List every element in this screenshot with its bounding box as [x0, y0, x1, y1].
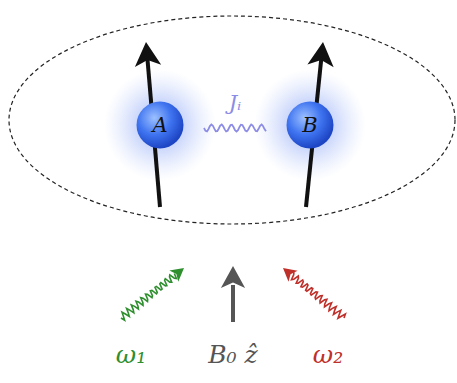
field-label: ω₂ — [313, 342, 343, 367]
wave-arrow — [121, 274, 176, 321]
glow — [104, 69, 216, 181]
coupling-wave — [204, 125, 266, 132]
sphere-label: B — [302, 115, 317, 136]
wave-arrow — [292, 272, 346, 318]
spin-sphere: B — [286, 101, 334, 149]
arrow-head — [169, 268, 184, 282]
spin-arrows — [135, 42, 334, 207]
arrow-head — [307, 42, 333, 67]
field-arrows — [121, 266, 345, 322]
arrow-head — [283, 268, 298, 282]
arrow-head — [221, 266, 245, 288]
arrow-head — [135, 42, 161, 67]
field-label: ω₁ — [116, 342, 146, 367]
field-arrow — [231, 285, 235, 322]
field-label: B₀ ẑ — [208, 342, 258, 367]
spin-sphere: A — [136, 101, 184, 149]
sphere-label: A — [152, 115, 167, 136]
coupling-label: Jᵢ — [229, 93, 242, 114]
system-boundary — [9, 16, 455, 224]
